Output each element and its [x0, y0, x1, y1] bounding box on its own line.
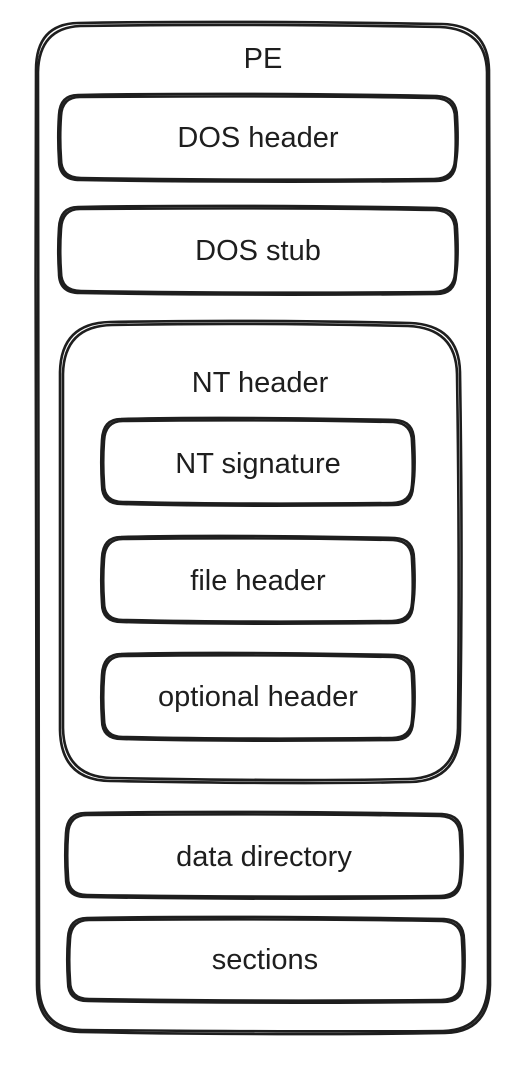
nt-header-title: NT header [191, 367, 329, 399]
pe-title: PE [243, 43, 283, 75]
optional-header-label: optional header [158, 681, 358, 713]
file-header-label: file header [190, 565, 326, 597]
nt-signature-label: NT signature [175, 448, 341, 480]
sections-box [65, 915, 466, 1004]
data-directory-label: data directory [176, 841, 352, 873]
sections-label: sections [211, 944, 319, 976]
optional-header-box [99, 651, 416, 742]
dos-header-label: DOS header [177, 122, 339, 154]
dos-header-box [56, 92, 459, 183]
file-header-box [99, 534, 416, 625]
data-directory-box [63, 810, 464, 900]
dos-stub-label: DOS stub [195, 235, 321, 267]
pe-container-box [34, 20, 492, 1036]
dos-stub-box [56, 204, 459, 296]
nt-header-box [57, 319, 463, 785]
nt-signature-box [99, 416, 416, 507]
